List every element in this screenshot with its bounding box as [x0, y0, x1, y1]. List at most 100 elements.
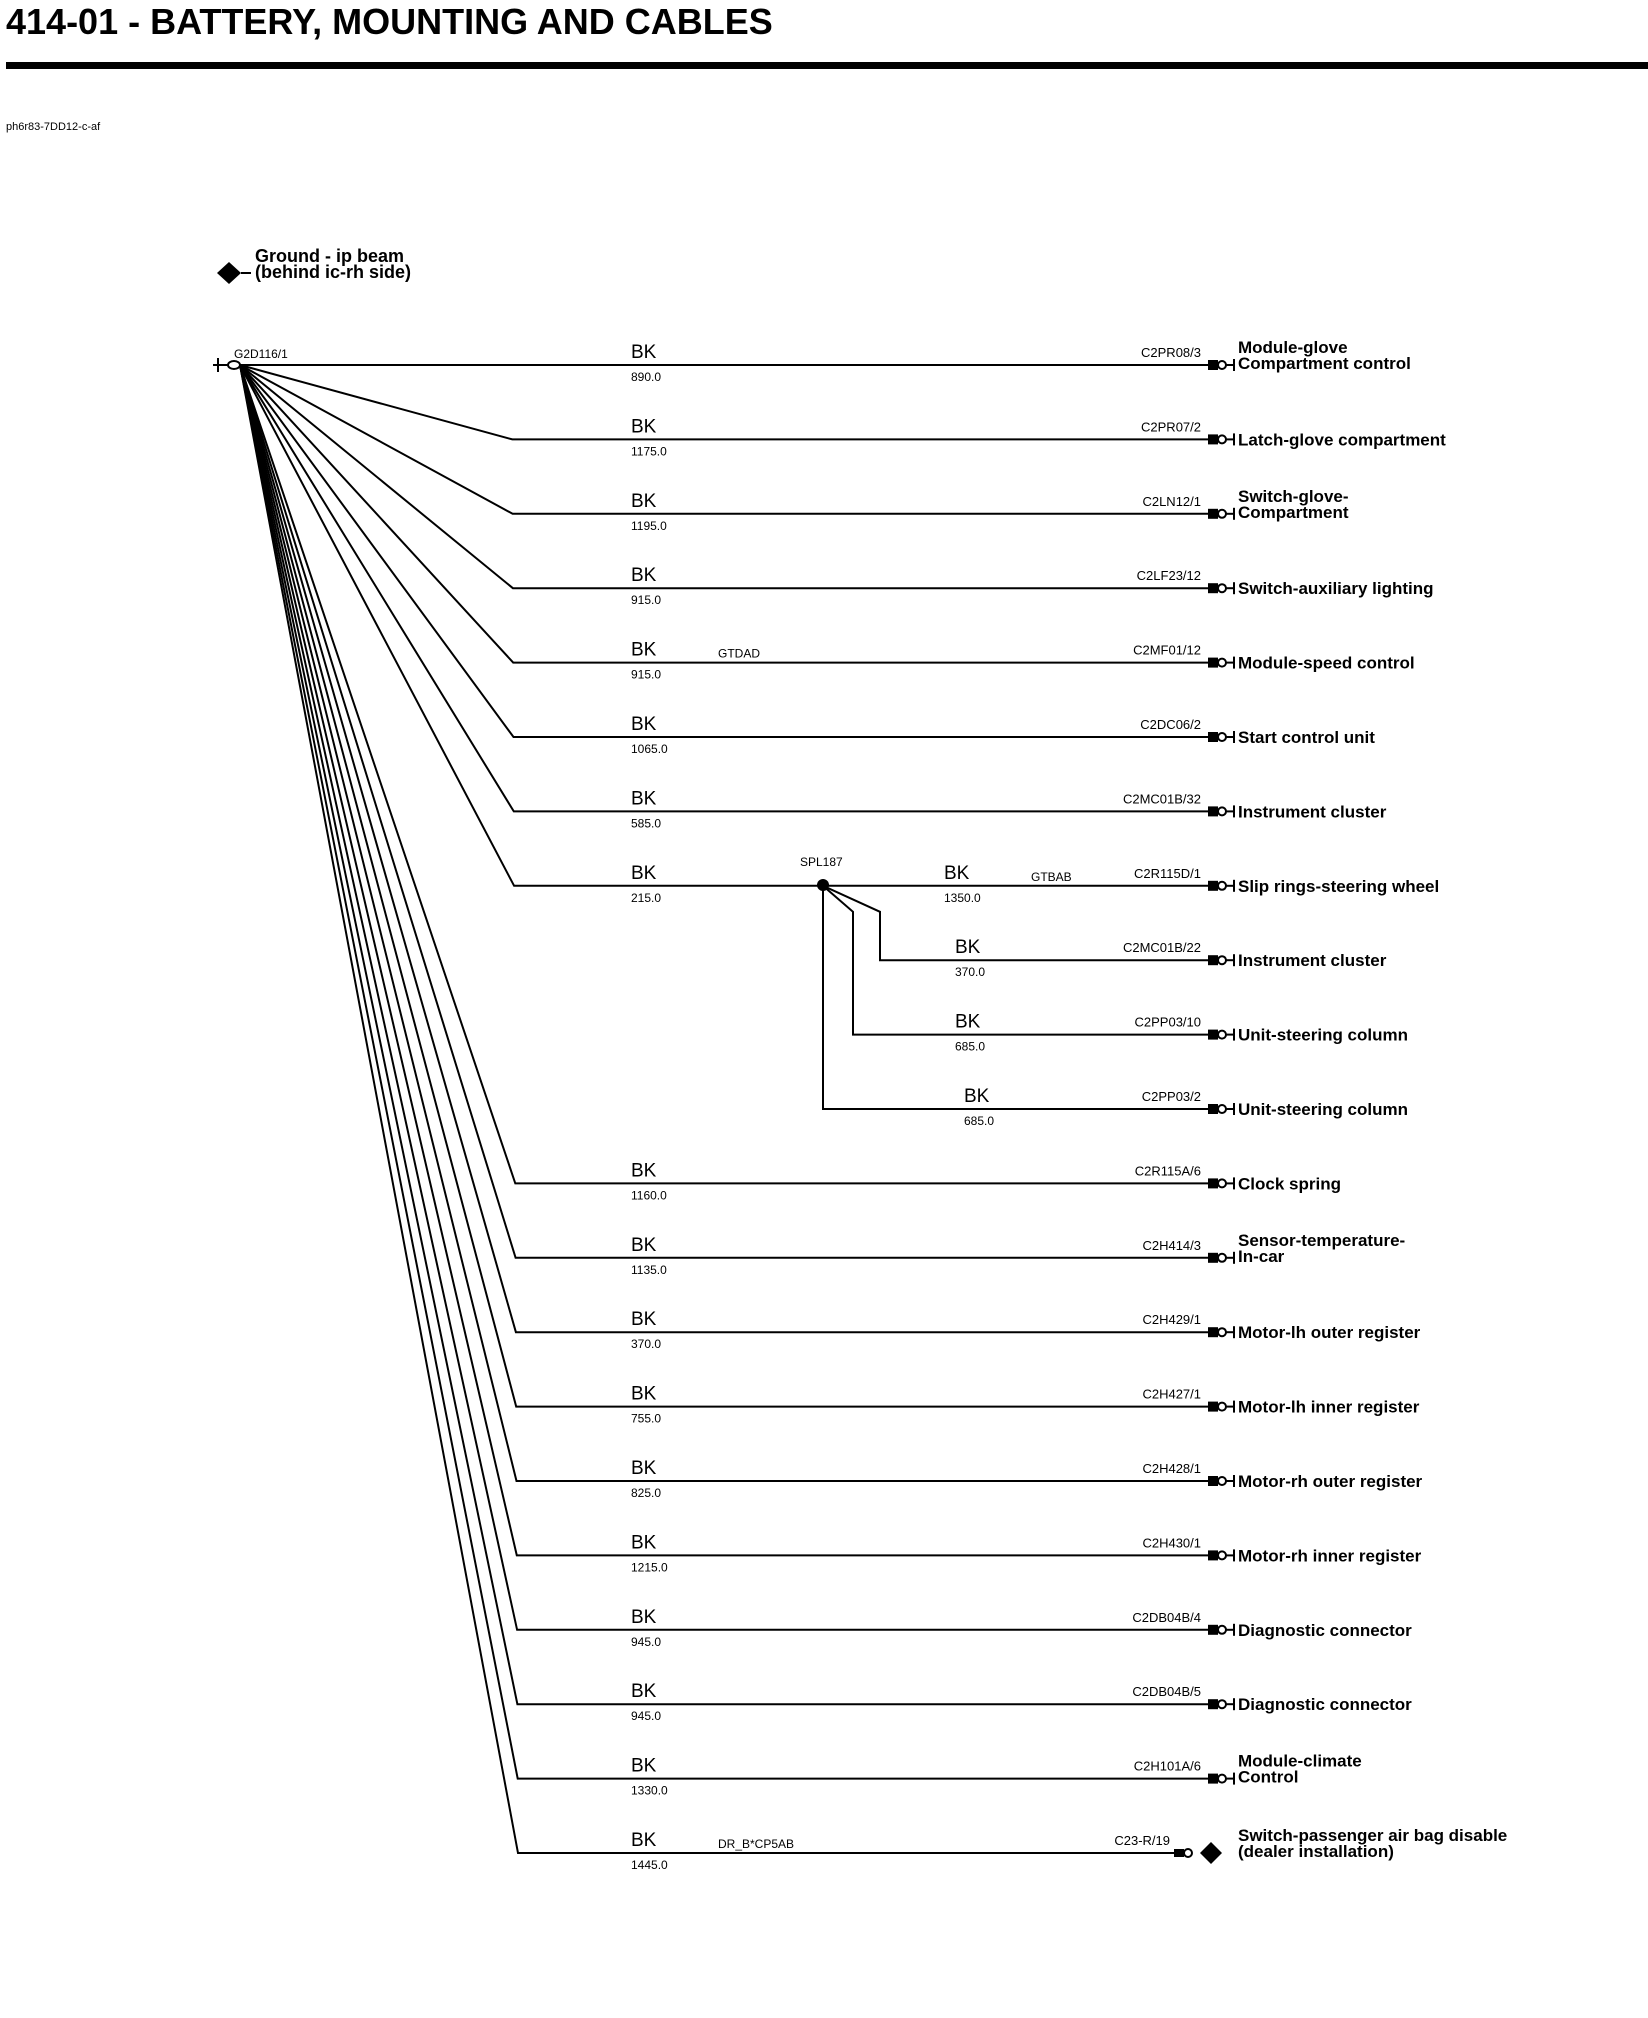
wire-color-label: BK	[631, 863, 657, 884]
splice-wire-path	[822, 884, 1208, 962]
connector-terminal-icon	[1208, 1103, 1235, 1115]
wire-length-label: 915.0	[631, 593, 661, 607]
wire-length-label: 1215.0	[631, 1560, 668, 1574]
connector-terminal-icon	[1208, 879, 1235, 892]
destination-label-line1: Sensor-temperature-	[1238, 1231, 1405, 1250]
destination-label: Unit-steering column	[1238, 1026, 1408, 1045]
wire-path	[239, 364, 1208, 664]
wire-path	[239, 364, 1185, 1854]
connector-terminal-icon	[1208, 359, 1235, 371]
wire-color-label: BK	[631, 416, 657, 437]
wire-path	[239, 364, 1208, 1706]
connector-terminal-icon	[1208, 1549, 1235, 1562]
page-title: 414-01 - BATTERY, MOUNTING AND CABLES	[6, 1, 773, 42]
splice-wire-path	[822, 885, 1208, 1110]
connector-terminal-icon	[1208, 954, 1235, 967]
wire-color-label: BK	[631, 1235, 657, 1256]
wire-color-label: BK	[631, 640, 657, 661]
connector-terminal-icon	[1208, 1177, 1235, 1190]
wire-length-label: 1445.0	[631, 1858, 668, 1872]
destination-label: Motor-lh outer register	[1238, 1323, 1421, 1342]
wire-path	[239, 364, 1208, 590]
destination-label: Motor-rh inner register	[1238, 1546, 1422, 1565]
ground-diamond-icon	[217, 262, 241, 284]
wire-path	[239, 364, 1208, 1185]
connector-label: C2H429/1	[1142, 1312, 1201, 1327]
connector-terminal-icon	[1208, 1400, 1235, 1413]
splice-wire-path	[822, 885, 1208, 1036]
destination-label: Slip rings-steering wheel	[1238, 877, 1439, 896]
wire-color-label: BK	[631, 1756, 657, 1777]
connector-label: C2LN12/1	[1142, 494, 1201, 509]
wire-color-label: BK	[631, 1160, 657, 1181]
connector-terminal-icon	[1208, 582, 1235, 595]
destination-label: Clock spring	[1238, 1174, 1341, 1193]
destination-label: Motor-lh inner register	[1238, 1398, 1420, 1417]
connector-label: C2PR08/3	[1141, 345, 1201, 360]
connector-label: C2MC01B/32	[1123, 791, 1201, 806]
wire-path	[239, 364, 1208, 441]
destination-label-line1: Switch-passenger air bag disable	[1238, 1826, 1507, 1845]
connector-terminal-icon	[1208, 507, 1235, 520]
wire-color-label: BK	[964, 1086, 990, 1107]
wire-color-label: BK	[631, 1830, 657, 1851]
destination-label-line2: (dealer installation)	[1238, 1842, 1394, 1861]
destination-label-line1: Switch-glove-	[1238, 487, 1349, 506]
connector-terminal-icon	[1208, 656, 1235, 669]
connector-label: C2H414/3	[1142, 1238, 1201, 1253]
wire-length-label: 945.0	[631, 1709, 661, 1723]
connector-terminal-icon	[1208, 433, 1235, 446]
circuit-label: DR_B*CP5AB	[718, 1837, 794, 1851]
ground-connector-node	[213, 358, 241, 372]
circuit-label: GTDAD	[718, 647, 760, 661]
wire-color-label: BK	[944, 863, 970, 884]
wire-length-label: 915.0	[631, 668, 661, 682]
connector-terminal-icon	[1208, 1028, 1235, 1041]
wire-path	[239, 364, 1208, 1408]
ground-label-line2: (behind ic-rh side)	[255, 262, 411, 282]
wire-color-label: BK	[631, 1532, 657, 1553]
connector-terminal-icon	[1208, 1251, 1235, 1264]
wire-color-label: BK	[631, 1607, 657, 1628]
wire-length-label: 1135.0	[631, 1263, 667, 1277]
destination-label: Module-speed control	[1238, 654, 1415, 673]
destination-label: Motor-rh outer register	[1238, 1472, 1423, 1491]
connector-terminal-icon	[1208, 1698, 1235, 1711]
dealer-terminal-icon	[1174, 1842, 1222, 1864]
ground-label-line1: Ground - ip beam	[255, 246, 404, 266]
wire-color-label: BK	[955, 1012, 981, 1033]
connector-terminal-icon	[1208, 805, 1235, 818]
wire-length-label: 215.0	[631, 891, 661, 905]
wire-path	[239, 364, 1208, 515]
connector-label: C2H427/1	[1142, 1387, 1201, 1402]
wire-color-label: BK	[631, 565, 657, 586]
destination-label-line2: Compartment control	[1238, 354, 1411, 373]
destination-label-line2: Compartment	[1238, 503, 1349, 522]
connector-label: C2H430/1	[1142, 1535, 1201, 1550]
destination-label: Start control unit	[1238, 728, 1375, 747]
connector-label: C2DB04B/4	[1132, 1610, 1201, 1625]
connector-label: C2DB04B/5	[1132, 1684, 1201, 1699]
destination-label: Switch-auxiliary lighting	[1238, 579, 1434, 598]
wire-path	[239, 364, 1208, 813]
wire-length-label: 1350.0	[944, 891, 981, 905]
connector-label: C2H101A/6	[1134, 1759, 1201, 1774]
wire-color-label: BK	[631, 1681, 657, 1702]
wire-length-label: 370.0	[631, 1337, 661, 1351]
wire-path	[239, 364, 1208, 1334]
wire-length-label: 370.0	[955, 965, 985, 979]
destination-label: Unit-steering column	[1238, 1100, 1408, 1119]
connector-terminal-icon	[1208, 731, 1235, 743]
wire-color-label: BK	[955, 937, 981, 958]
wire-length-label: 685.0	[964, 1114, 994, 1128]
destination-label: Instrument cluster	[1238, 802, 1387, 821]
wire-path	[239, 364, 1208, 1557]
connector-label: C2PP03/10	[1135, 1015, 1202, 1030]
destination-label: Instrument cluster	[1238, 951, 1387, 970]
connector-terminal-icon	[1208, 1326, 1235, 1339]
wire-length-label: 1330.0	[631, 1784, 668, 1798]
destination-label-line1: Module-climate	[1238, 1752, 1362, 1771]
